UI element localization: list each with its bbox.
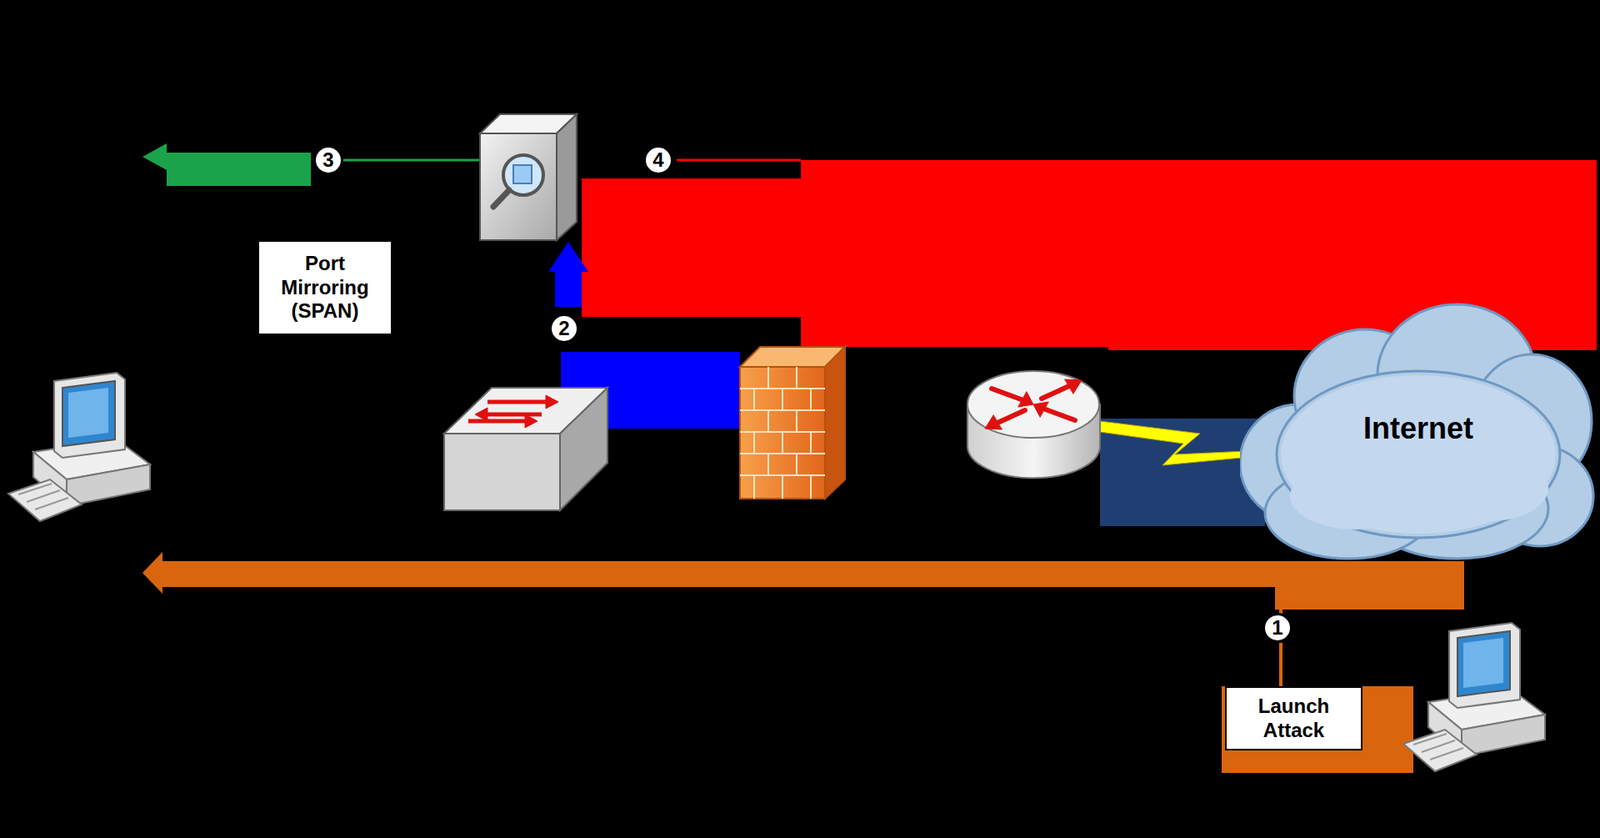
note-text: Port Mirroring (SPAN) [267,251,383,324]
cloud-label: Internet [1363,410,1474,446]
callout-number: 4 [643,145,674,175]
callout-number: 2 [549,313,580,344]
callout-number: 3 [313,145,344,175]
callout-number: 1 [1262,612,1293,643]
note-text: Launch Attack [1245,694,1343,743]
attack-note-box: Launch Attack [1225,685,1363,750]
internet-cloud: Internet [1240,295,1597,561]
span-note-box: Port Mirroring (SPAN) [257,240,393,335]
